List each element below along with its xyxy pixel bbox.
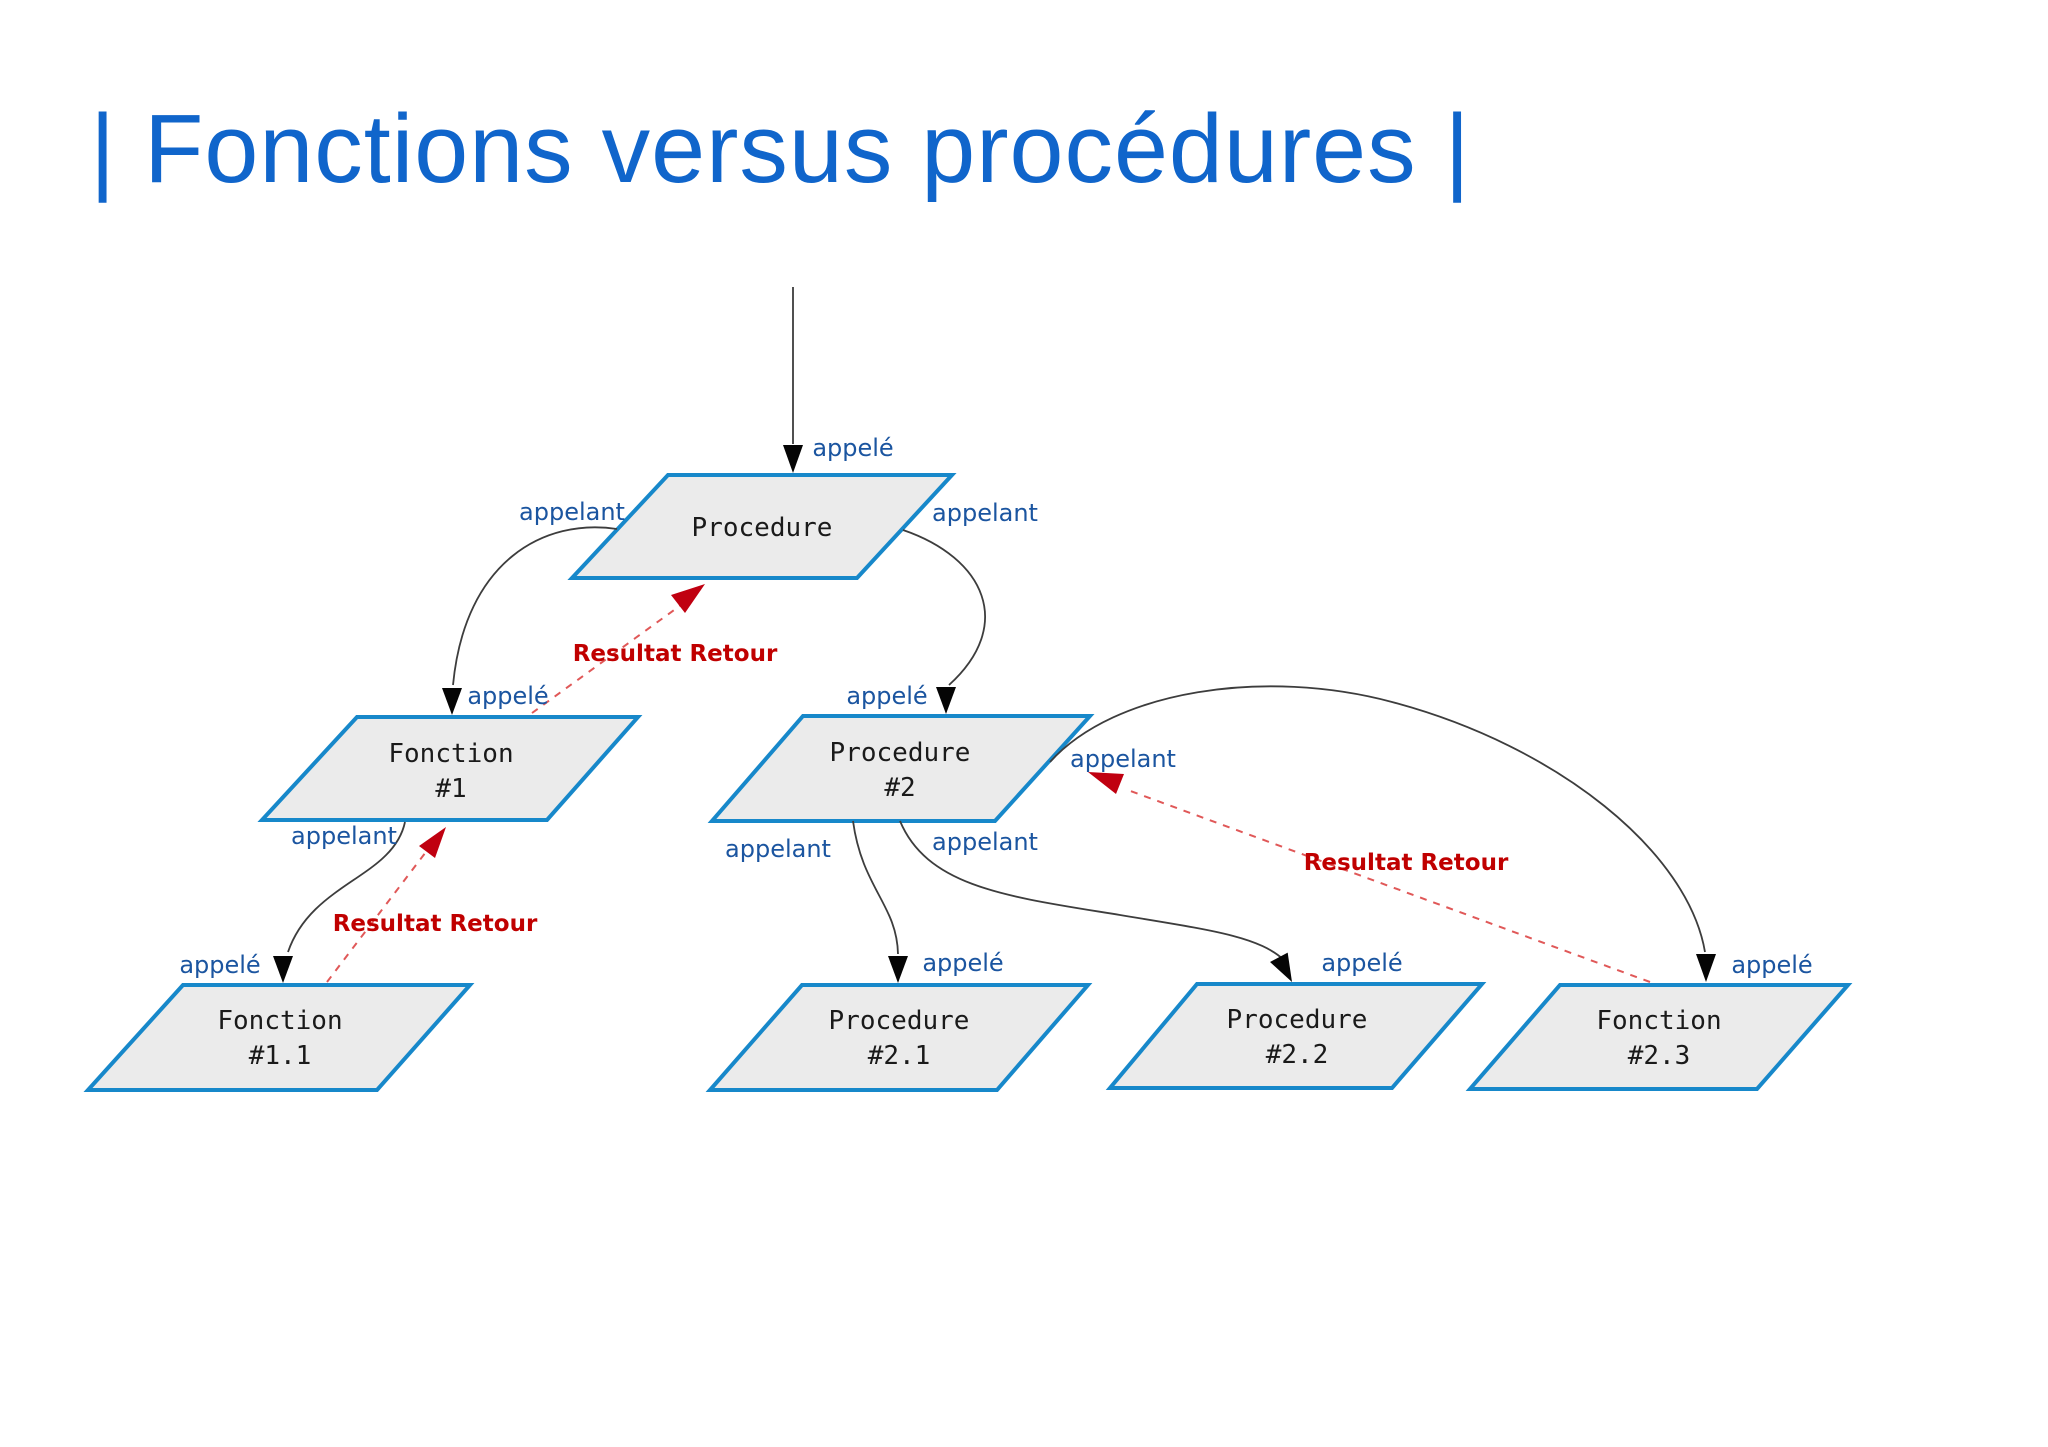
arrowhead-procedure-2-icon — [936, 687, 956, 714]
node-fonction-2-3-label: Fonction — [1596, 1006, 1721, 1036]
label-appelant-procedure-2-left: appelant — [725, 835, 831, 863]
node-procedure-2-2-number: #2.2 — [1266, 1040, 1329, 1070]
label-appelant-procedure-2-right: appelant — [1070, 745, 1176, 773]
label-appelant-procedure-left: appelant — [519, 498, 625, 526]
node-labels: Procedure Fonction #1 Procedure #2 Fonct… — [217, 513, 1721, 1071]
node-fonction-1-1-label: Fonction — [217, 1006, 342, 1036]
arrow-procedure-2-to-procedure-2-2 — [899, 820, 1285, 961]
label-resultat-retour-3: Resultat Retour — [1304, 850, 1509, 876]
label-appele-fonction-1-1: appelé — [179, 951, 260, 979]
arrowhead-entry-icon — [783, 445, 803, 473]
node-fonction-1-1-number: #1.1 — [249, 1041, 312, 1071]
arrowhead-fonction-1-icon — [442, 688, 462, 715]
label-appelant-procedure-2-center: appelant — [932, 828, 1038, 856]
red-arrowhead-fonction-1-icon — [419, 827, 446, 858]
arrow-fonction-1-to-fonction-1-1 — [287, 821, 406, 953]
node-fonction-1 — [257, 715, 643, 822]
call-arrows — [273, 287, 1716, 983]
arrowhead-procedure-2-1-icon — [888, 956, 908, 983]
node-procedure-2-1 — [705, 983, 1093, 1092]
arrow-procedure-2-to-fonction-2-3 — [1049, 685, 1706, 953]
node-fonction-1-label: Fonction — [388, 739, 513, 769]
node-procedure — [567, 473, 957, 580]
label-appele-procedure-2: appelé — [846, 682, 927, 710]
label-appele-procedure-2-2: appelé — [1321, 949, 1402, 977]
node-fonction-1-1 — [83, 983, 475, 1092]
node-procedure-2-2-label: Procedure — [1227, 1005, 1368, 1035]
label-resultat-retour-1: Resultat Retour — [573, 641, 778, 667]
arrowhead-procedure-2-2-icon — [1270, 952, 1292, 982]
red-arrowhead-procedure-2-icon — [1088, 772, 1124, 794]
arrowhead-fonction-2-3-icon — [1696, 954, 1716, 982]
dash-fonction-2-3-to-procedure-2 — [1124, 788, 1651, 983]
node-procedure-2 — [707, 714, 1095, 823]
page-title: | Fonctions versus procédures | — [90, 94, 1471, 203]
node-fonction-2-3 — [1465, 983, 1853, 1091]
node-fonction-1-number: #1 — [435, 774, 466, 804]
node-procedure-2-2 — [1105, 982, 1487, 1090]
label-appele-fonction-2-3: appelé — [1731, 951, 1812, 979]
nodes — [83, 473, 1853, 1092]
arrow-procedure-2-to-procedure-2-1 — [852, 820, 899, 955]
label-appelant-procedure-right: appelant — [932, 499, 1038, 527]
label-resultat-retour-2: Resultat Retour — [333, 911, 538, 937]
dash-fonction-1-1-to-fonction-1 — [326, 843, 433, 983]
arrow-procedure-to-procedure-2 — [902, 529, 986, 686]
label-appele-procedure: appelé — [812, 434, 893, 462]
node-procedure-label: Procedure — [692, 513, 833, 543]
node-procedure-2-1-label: Procedure — [829, 1006, 970, 1036]
label-appelant-fonction-1: appelant — [291, 822, 397, 850]
node-procedure-2-label: Procedure — [830, 738, 971, 768]
result-return-arrows — [326, 584, 1651, 983]
label-appele-procedure-2-1: appelé — [922, 949, 1003, 977]
dash-fonction-1-to-procedure — [531, 596, 693, 714]
arrowhead-fonction-1-1-icon — [273, 956, 293, 983]
node-procedure-2-1-number: #2.1 — [868, 1041, 931, 1071]
label-appele-fonction-1: appelé — [467, 682, 548, 710]
arrow-procedure-to-fonction-1 — [452, 526, 618, 686]
node-fonction-2-3-number: #2.3 — [1628, 1041, 1691, 1071]
red-arrowhead-procedure-icon — [671, 584, 705, 613]
edge-labels: appelé appelant appelant appelé appelant… — [179, 434, 1812, 979]
node-procedure-2-number: #2 — [884, 773, 915, 803]
